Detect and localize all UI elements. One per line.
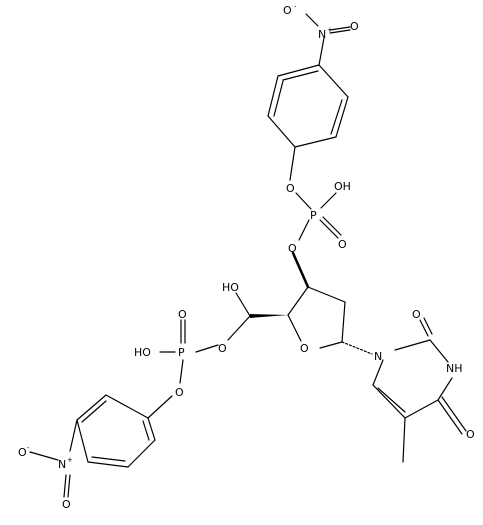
atom-label: O — [175, 386, 184, 399]
bond — [319, 341, 343, 349]
atom-label: O — [300, 342, 309, 355]
atom-label: O — [288, 242, 297, 255]
bottom-nitro-group — [29, 419, 78, 498]
atom-label: P — [178, 346, 185, 359]
bond — [63, 474, 67, 498]
bond — [419, 319, 429, 337]
bond — [341, 301, 346, 343]
bond — [441, 396, 467, 432]
atom-label: O — [338, 238, 347, 251]
bond — [329, 29, 351, 34]
bond — [377, 387, 406, 413]
atom-label: N — [58, 458, 66, 471]
bond — [147, 395, 173, 419]
bond — [404, 399, 439, 419]
atom-label: N — [374, 350, 382, 363]
atom-label: NH — [446, 362, 463, 375]
bond — [282, 70, 319, 81]
bond — [295, 192, 312, 210]
left-phosphate-group — [147, 319, 219, 419]
bond — [273, 80, 284, 117]
top-phosphate-group — [289, 146, 342, 241]
atom-label: O — [283, 4, 292, 17]
bond — [227, 315, 251, 341]
bond — [294, 136, 337, 148]
bond — [320, 192, 337, 209]
bond — [81, 400, 107, 423]
charge-label: + — [327, 26, 333, 34]
bond — [69, 419, 78, 452]
bond — [267, 75, 279, 117]
bond — [437, 399, 463, 435]
thymine-ring — [372, 317, 467, 463]
bond — [423, 317, 433, 335]
bond — [287, 286, 309, 316]
bond — [267, 115, 296, 148]
charge-label: - — [294, 3, 297, 11]
atom-label: O — [466, 428, 475, 441]
bond — [341, 341, 373, 355]
bond — [179, 359, 184, 384]
atom-label: O — [18, 446, 27, 459]
bond — [235, 292, 251, 317]
bond — [142, 420, 150, 441]
atom-label: OH — [334, 180, 351, 193]
atom-label: O — [178, 308, 187, 321]
atom-label: P — [310, 209, 317, 222]
bond — [67, 474, 71, 498]
atom-label: HO — [134, 346, 151, 359]
bond — [76, 394, 107, 421]
bond — [437, 377, 453, 401]
bond — [429, 339, 449, 363]
bond — [394, 339, 431, 351]
atom-label: O — [62, 498, 71, 511]
bond — [319, 219, 339, 239]
charge-label: + — [67, 456, 73, 464]
bond — [318, 64, 349, 98]
atom-label: O — [218, 342, 227, 355]
bond — [329, 26, 351, 31]
bond — [372, 384, 406, 419]
wedge-bond — [250, 314, 288, 318]
bond — [195, 344, 219, 353]
bond — [335, 96, 349, 138]
atom-label: O — [350, 20, 359, 33]
bond — [305, 13, 319, 27]
bond — [318, 37, 325, 66]
bond — [76, 419, 89, 463]
bond — [87, 461, 129, 468]
sugar-ring — [250, 251, 373, 355]
bond — [307, 286, 346, 303]
bottom-benzene-ring — [76, 394, 156, 468]
bond — [147, 417, 156, 441]
top-nitro-group — [305, 13, 351, 66]
charge-label: - — [27, 444, 30, 452]
hydroxymethyl-group — [227, 292, 251, 341]
atom-label: O — [412, 308, 421, 321]
bond — [322, 216, 342, 236]
bond — [291, 251, 310, 289]
atom-label: O — [286, 182, 295, 195]
atom-label: N — [318, 28, 326, 41]
bond — [277, 64, 320, 77]
bond — [402, 417, 406, 463]
bond — [287, 314, 302, 342]
bond — [91, 456, 126, 462]
bond — [372, 359, 384, 386]
bond — [127, 439, 156, 468]
atom-label: HO — [222, 281, 239, 294]
bond — [330, 99, 343, 135]
bond — [105, 394, 149, 419]
bond — [298, 219, 310, 241]
bond — [289, 146, 296, 181]
bond — [29, 451, 59, 461]
top-benzene-ring — [267, 64, 349, 148]
